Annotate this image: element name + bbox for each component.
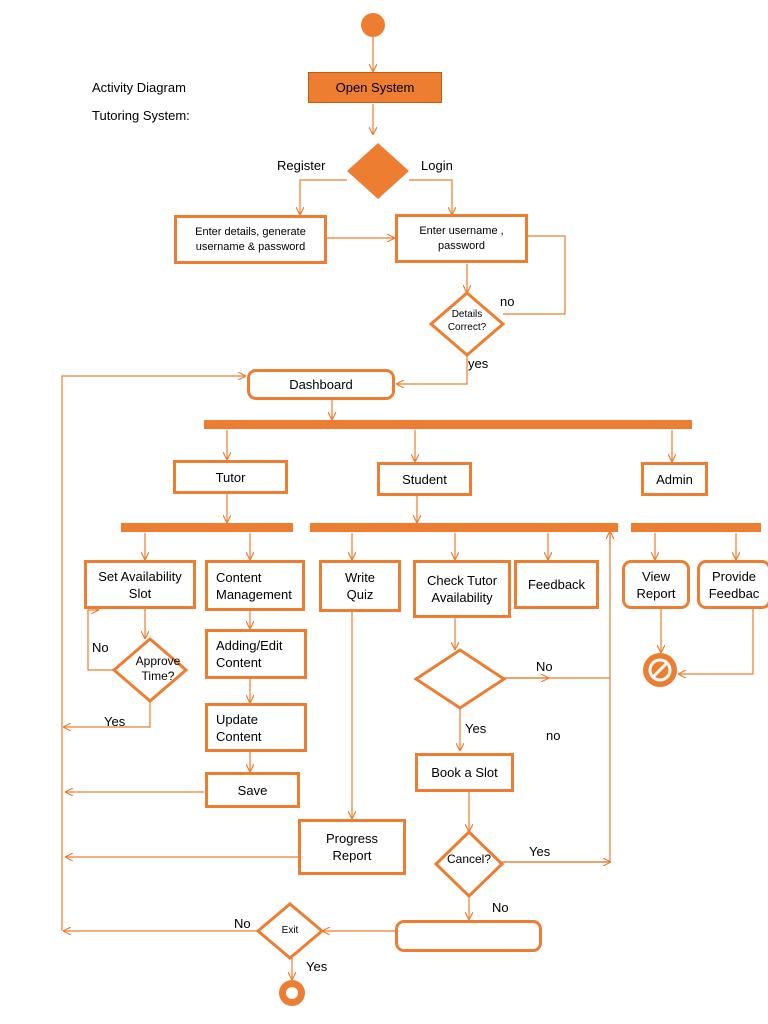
decision-details-correct <box>428 291 506 357</box>
edge-label-no: no <box>546 728 561 743</box>
save-node: Save <box>205 772 300 808</box>
stop-icon <box>643 653 677 687</box>
edge-label-login: Login <box>421 158 453 173</box>
edge-label-check-no: No <box>536 659 553 674</box>
exit-label: Exit <box>281 925 299 936</box>
admin-node: Admin <box>641 462 708 496</box>
provide-feedback-node: Provide Feedbac <box>697 560 768 609</box>
edge-label-exit-no: No <box>234 916 251 931</box>
fork-bar-admin <box>631 523 761 532</box>
edge-label-cancel-yes: Yes <box>529 844 551 859</box>
enter-username-node: Enter username , password <box>395 214 528 263</box>
edge-label-check-yes: Yes <box>465 721 487 736</box>
final-node <box>279 980 305 1006</box>
edge-label-details-no: no <box>500 294 515 309</box>
content-management-node: Content Management <box>205 560 305 611</box>
edge-label-register: Register <box>277 158 326 173</box>
edge-label-exit-yes: Yes <box>306 959 328 974</box>
diagram-subtitle: Tutoring System: <box>92 108 190 123</box>
progress-report-node: Progress Report <box>298 819 406 875</box>
book-slot-node: Book a Slot <box>415 753 514 792</box>
update-content-node: Update Content <box>205 703 307 752</box>
view-report-node: View Report <box>622 560 690 609</box>
check-tutor-node: Check Tutor Availability <box>413 560 511 618</box>
fork-bar-main <box>204 420 692 429</box>
fork-bar-student <box>310 523 618 532</box>
open-system-node: Open System <box>308 72 442 103</box>
dashboard-node: Dashboard <box>247 369 395 400</box>
diagram-title: Activity Diagram <box>92 80 186 95</box>
details-correct-label: Details Correct? <box>447 309 487 333</box>
decision-exit <box>255 902 325 960</box>
set-availability-node: Set Availability Slot <box>84 560 196 609</box>
fork-bar-tutor <box>121 523 293 532</box>
approve-time-label: Approve Time? <box>135 654 181 683</box>
edge-label-approve-yes: Yes <box>104 714 126 729</box>
initial-node <box>361 13 385 37</box>
connectors <box>61 37 754 979</box>
feedback-node: Feedback <box>514 560 599 609</box>
tutor-node: Tutor <box>173 460 288 494</box>
edge-label-details-yes: yes <box>468 356 489 371</box>
decision-register-login <box>347 143 409 199</box>
write-quiz-node: Write Quiz <box>319 560 401 612</box>
edge-label-approve-no: No <box>92 640 109 655</box>
empty-action-node <box>395 920 542 952</box>
cancel-label: Cancel? <box>446 852 492 866</box>
edge-label-cancel-no: No <box>492 900 509 915</box>
student-node: Student <box>377 462 472 496</box>
enter-details-node: Enter details, generate username & passw… <box>174 215 327 264</box>
adding-edit-node: Adding/Edit Content <box>205 629 307 679</box>
decision-check <box>413 648 507 710</box>
